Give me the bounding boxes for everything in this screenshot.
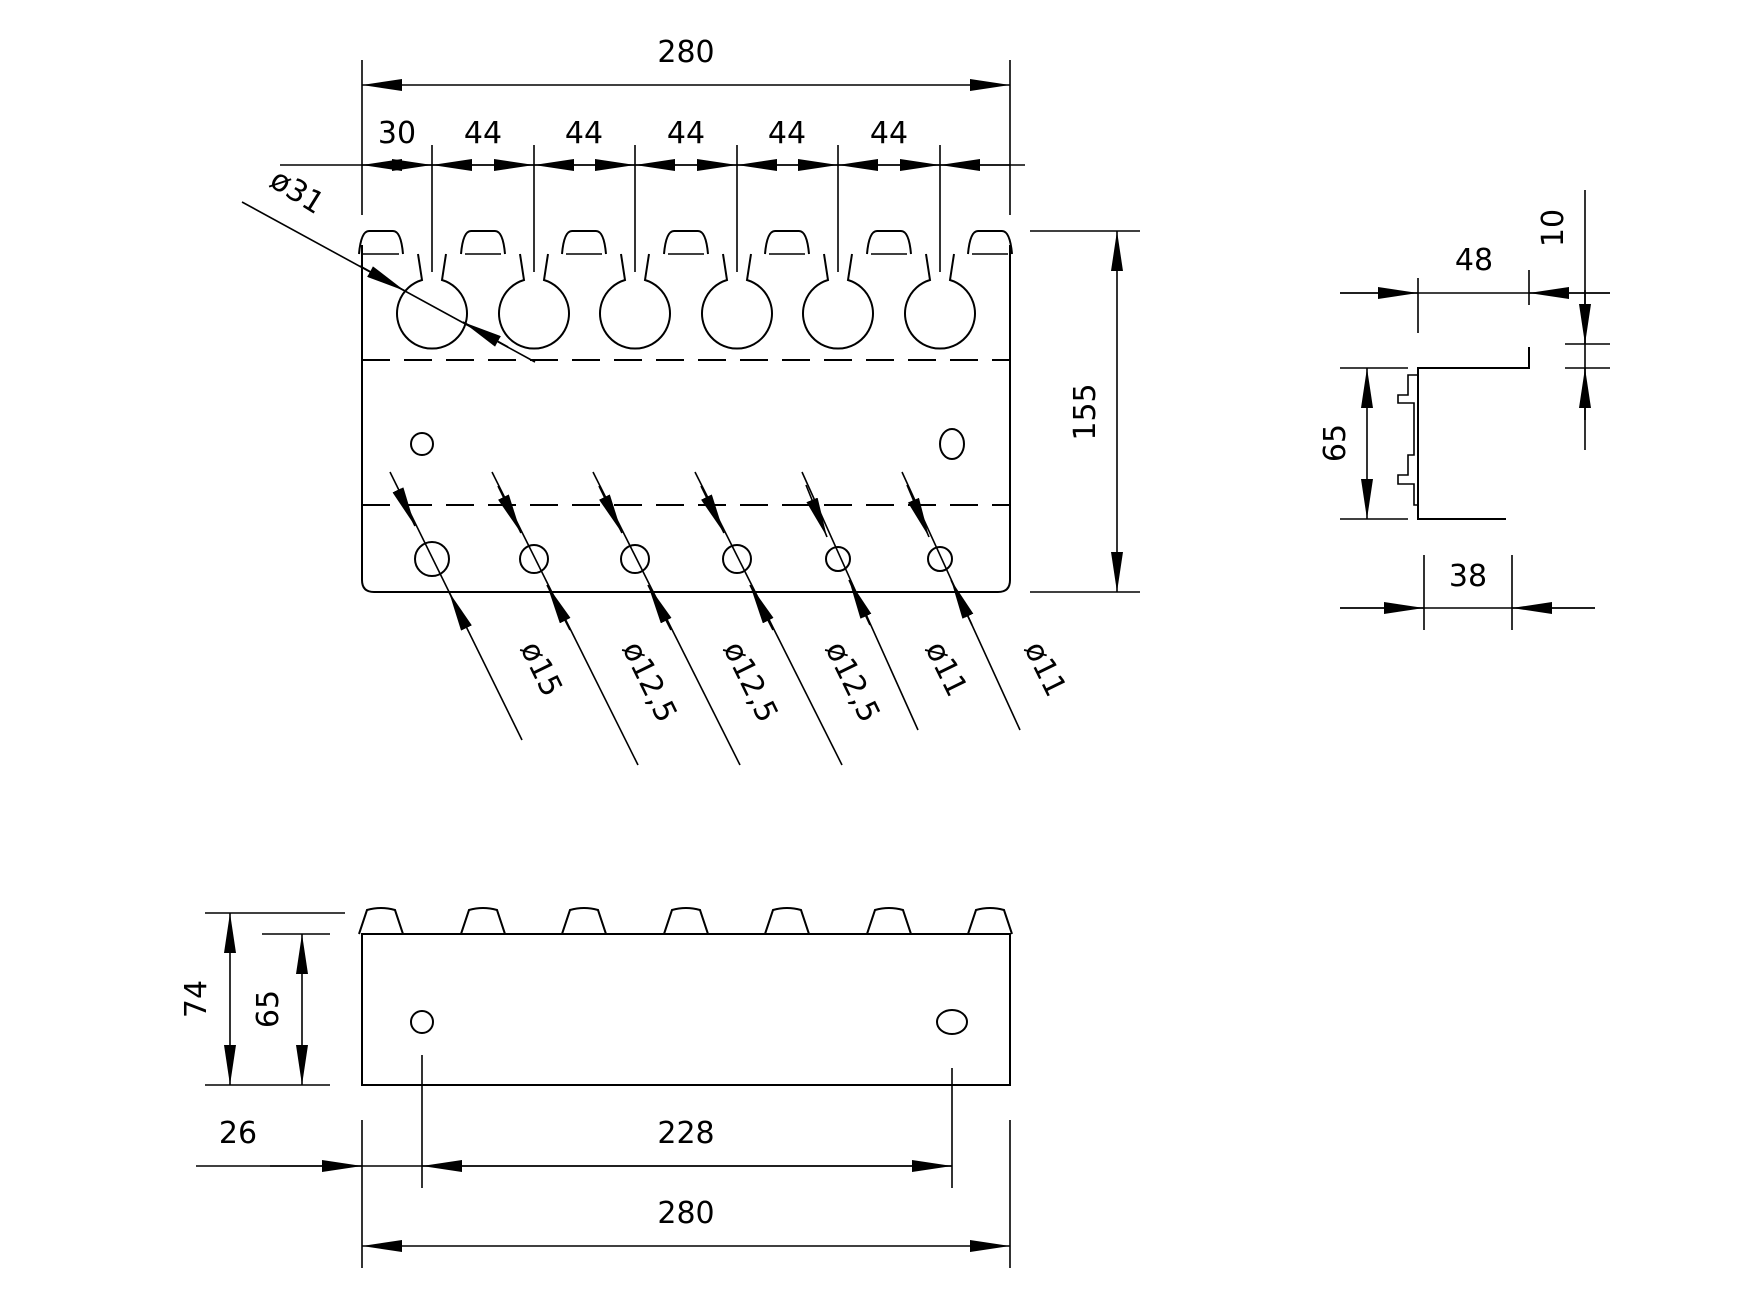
tooth-cap <box>561 230 607 255</box>
tooth-cap <box>967 230 1013 255</box>
keyhole-slot <box>498 253 570 350</box>
side-clip-detail <box>1397 374 1418 506</box>
dim-overall-height: 74 <box>179 980 214 1018</box>
mounting-hole-left <box>410 432 434 456</box>
dim-pitch-5: 44 <box>870 116 908 151</box>
keyhole-slot <box>802 253 874 350</box>
tooth-cap <box>358 230 404 255</box>
bottom-tooth <box>663 907 709 935</box>
bottom-mounting-slot-right <box>936 1009 968 1035</box>
bottom-tooth <box>358 907 404 935</box>
dim-hole-spacing: 228 <box>657 1116 714 1151</box>
dim-height: 155 <box>1068 383 1103 440</box>
bottom-plate-outline <box>361 933 1011 1086</box>
small-hole-4 <box>722 544 752 574</box>
dim-hole-diameter-4: ø12,5 <box>818 636 887 728</box>
side-view: 48 10 65 38 <box>1318 190 1610 630</box>
dim-pitch-3: 44 <box>667 116 705 151</box>
dim-pitch-1: 44 <box>464 116 502 151</box>
teeth-row <box>358 230 1013 255</box>
dim-overall-width: 280 <box>657 35 714 70</box>
dim-first-pitch: 30 <box>378 116 416 151</box>
keyhole-slots <box>396 253 976 350</box>
dim-flange-lip: 10 <box>1536 209 1571 247</box>
bottom-teeth-row <box>358 907 1013 935</box>
keyhole-slot <box>396 253 468 350</box>
tooth-cap <box>764 230 810 255</box>
tooth-cap <box>866 230 912 255</box>
small-hole-2 <box>519 544 549 574</box>
bottom-tooth <box>764 907 810 935</box>
bottom-tooth <box>967 907 1013 935</box>
small-hole-3 <box>620 544 650 574</box>
dim-depth: 38 <box>1449 559 1487 594</box>
dim-side-height: 65 <box>1318 424 1353 462</box>
keyhole-slot <box>904 253 976 350</box>
bottom-tooth <box>460 907 506 935</box>
keyhole-slot <box>701 253 773 350</box>
dim-hole-diameter-1: ø15 <box>513 636 569 702</box>
bottom-tooth <box>866 907 912 935</box>
bottom-mounting-hole-left <box>410 1010 434 1034</box>
dim-hole-diameter-5: ø11 <box>918 636 974 702</box>
tooth-cap <box>663 230 709 255</box>
dim-hole-diameter-6: ø11 <box>1017 636 1073 702</box>
keyhole-slot <box>599 253 671 350</box>
dim-hole-diameter-3: ø12,5 <box>716 636 785 728</box>
bottom-tooth <box>561 907 607 935</box>
front-plate-outline <box>361 245 1011 593</box>
dim-pitch-4: 44 <box>768 116 806 151</box>
bottom-view: 74 65 26 228 280 <box>179 907 1013 1268</box>
mounting-slot-right <box>939 428 965 460</box>
dim-slot-diameter: ø31 <box>264 162 330 222</box>
dim-edge-offset: 26 <box>219 1116 257 1151</box>
front-view: 280 30 44 44 44 44 44 ø31 155 <box>241 35 1140 766</box>
dim-bottom-overall-width: 280 <box>657 1196 714 1231</box>
small-hole-1 <box>414 541 450 577</box>
dim-flange-width: 48 <box>1455 243 1493 278</box>
dim-pitch-2: 44 <box>565 116 603 151</box>
side-profile <box>1417 347 1530 520</box>
dim-hole-diameter-2: ø12,5 <box>615 636 684 728</box>
dim-body-height: 65 <box>251 990 286 1028</box>
small-hole-6 <box>927 546 953 572</box>
small-hole-5 <box>825 546 851 572</box>
tooth-cap <box>460 230 506 255</box>
